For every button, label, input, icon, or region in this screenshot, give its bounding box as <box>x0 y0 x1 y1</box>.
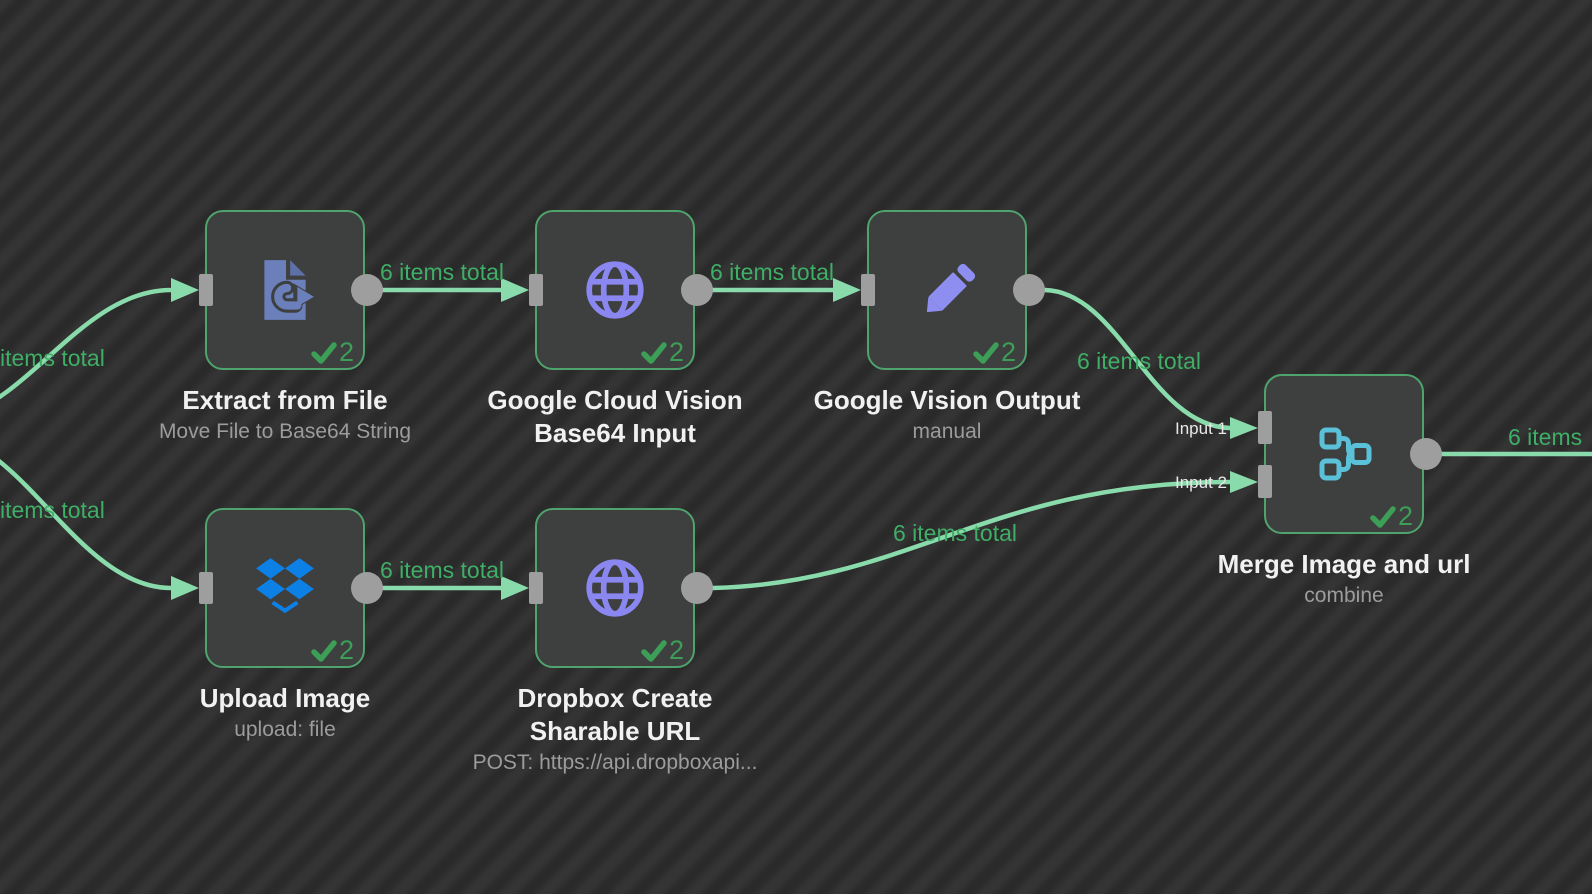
node-label: Google Cloud Vision Base64 Input <box>455 384 775 451</box>
node-label: Upload Image upload: file <box>125 682 445 744</box>
node-subtitle: combine <box>1304 584 1384 607</box>
output-handle[interactable] <box>351 274 383 306</box>
node-label: Merge Image and url combine <box>1184 548 1504 610</box>
success-badge: 2 <box>311 339 354 366</box>
input-handle[interactable] <box>199 274 213 306</box>
edge-label: 6 items total <box>710 259 834 285</box>
connection-edge[interactable] <box>0 287 174 415</box>
edge-label: 6 items total <box>380 557 504 583</box>
edge-label: items total <box>0 497 105 523</box>
output-handle[interactable] <box>351 572 383 604</box>
globe-icon <box>586 261 644 319</box>
success-count: 2 <box>338 635 354 665</box>
connection-edge[interactable] <box>710 479 1233 591</box>
node-subtitle: Move File to Base64 String <box>158 420 412 443</box>
connection-arrow-icon <box>171 576 199 600</box>
success-count: 2 <box>338 337 354 367</box>
edge-label: items total <box>0 345 105 371</box>
connection-arrow-icon <box>171 278 199 302</box>
success-check-icon <box>973 341 999 364</box>
node-google-vision-output[interactable]: 2 <box>867 210 1027 370</box>
node-title: Google Cloud Vision Base64 Input <box>487 385 743 448</box>
success-badge: 2 <box>1370 503 1413 530</box>
success-count: 2 <box>668 337 684 367</box>
connection-arrow-icon <box>1230 471 1258 493</box>
success-badge: 2 <box>641 637 684 664</box>
node-title: Extract from File <box>182 385 388 415</box>
node-title: Dropbox Create Sharable URL <box>517 683 713 746</box>
node-upload-image[interactable]: 2 <box>205 508 365 668</box>
node-label: Google Vision Output manual <box>787 384 1107 446</box>
success-count: 2 <box>1397 501 1413 531</box>
edge-label: 6 items total <box>1077 348 1201 374</box>
success-count: 2 <box>1000 337 1016 367</box>
output-handle[interactable] <box>1410 438 1442 470</box>
edge-label: 6 items total <box>380 259 504 285</box>
edge-label: 6 items <box>1508 424 1583 450</box>
node-subtitle: upload: file <box>234 718 336 741</box>
success-badge: 2 <box>311 637 354 664</box>
success-check-icon <box>311 639 337 662</box>
input-handle[interactable] <box>1258 465 1272 498</box>
file-export-icon <box>264 260 316 320</box>
input-port-label: Input 1 <box>1175 419 1227 438</box>
input-port-label: Input 2 <box>1175 473 1227 492</box>
success-badge: 2 <box>973 339 1016 366</box>
node-merge-image-and-url[interactable]: 2 <box>1264 374 1424 534</box>
connection-arrow-icon <box>833 278 861 302</box>
output-handle[interactable] <box>681 274 713 306</box>
node-title: Merge Image and url <box>1217 549 1471 579</box>
input-handle[interactable] <box>529 274 543 306</box>
merge-icon <box>1319 427 1372 481</box>
success-check-icon <box>311 341 337 364</box>
connection-edge[interactable] <box>0 440 174 591</box>
connection-arrow-icon <box>501 278 529 302</box>
success-badge: 2 <box>641 339 684 366</box>
success-check-icon <box>1370 505 1396 528</box>
edge-label: 6 items total <box>893 520 1017 546</box>
node-google-cloud-vision-base64-input[interactable]: 2 <box>535 210 695 370</box>
success-count: 2 <box>668 635 684 665</box>
output-handle[interactable] <box>1013 274 1045 306</box>
input-handle[interactable] <box>199 572 213 604</box>
output-handle[interactable] <box>681 572 713 604</box>
node-extract-from-file[interactable]: 2 <box>205 210 365 370</box>
success-check-icon <box>641 639 667 662</box>
pencil-icon <box>926 263 976 313</box>
node-title: Google Vision Output <box>813 385 1081 415</box>
input-handle[interactable] <box>1258 411 1272 444</box>
globe-icon <box>586 559 644 617</box>
node-title: Upload Image <box>199 683 371 713</box>
connection-arrow-icon <box>501 576 529 600</box>
connection-arrow-icon <box>1230 417 1258 439</box>
dropbox-icon <box>256 558 314 614</box>
node-subtitle: POST: https://api.dropboxapi... <box>472 751 758 774</box>
input-handle[interactable] <box>529 572 543 604</box>
connection-edge[interactable] <box>1042 287 1233 431</box>
node-dropbox-create-sharable-url[interactable]: 2 <box>535 508 695 668</box>
input-handle[interactable] <box>861 274 875 306</box>
node-label: Dropbox Create Sharable URL POST: https:… <box>455 682 775 777</box>
node-subtitle: manual <box>912 420 982 443</box>
node-label: Extract from File Move File to Base64 St… <box>125 384 445 446</box>
success-check-icon <box>641 341 667 364</box>
